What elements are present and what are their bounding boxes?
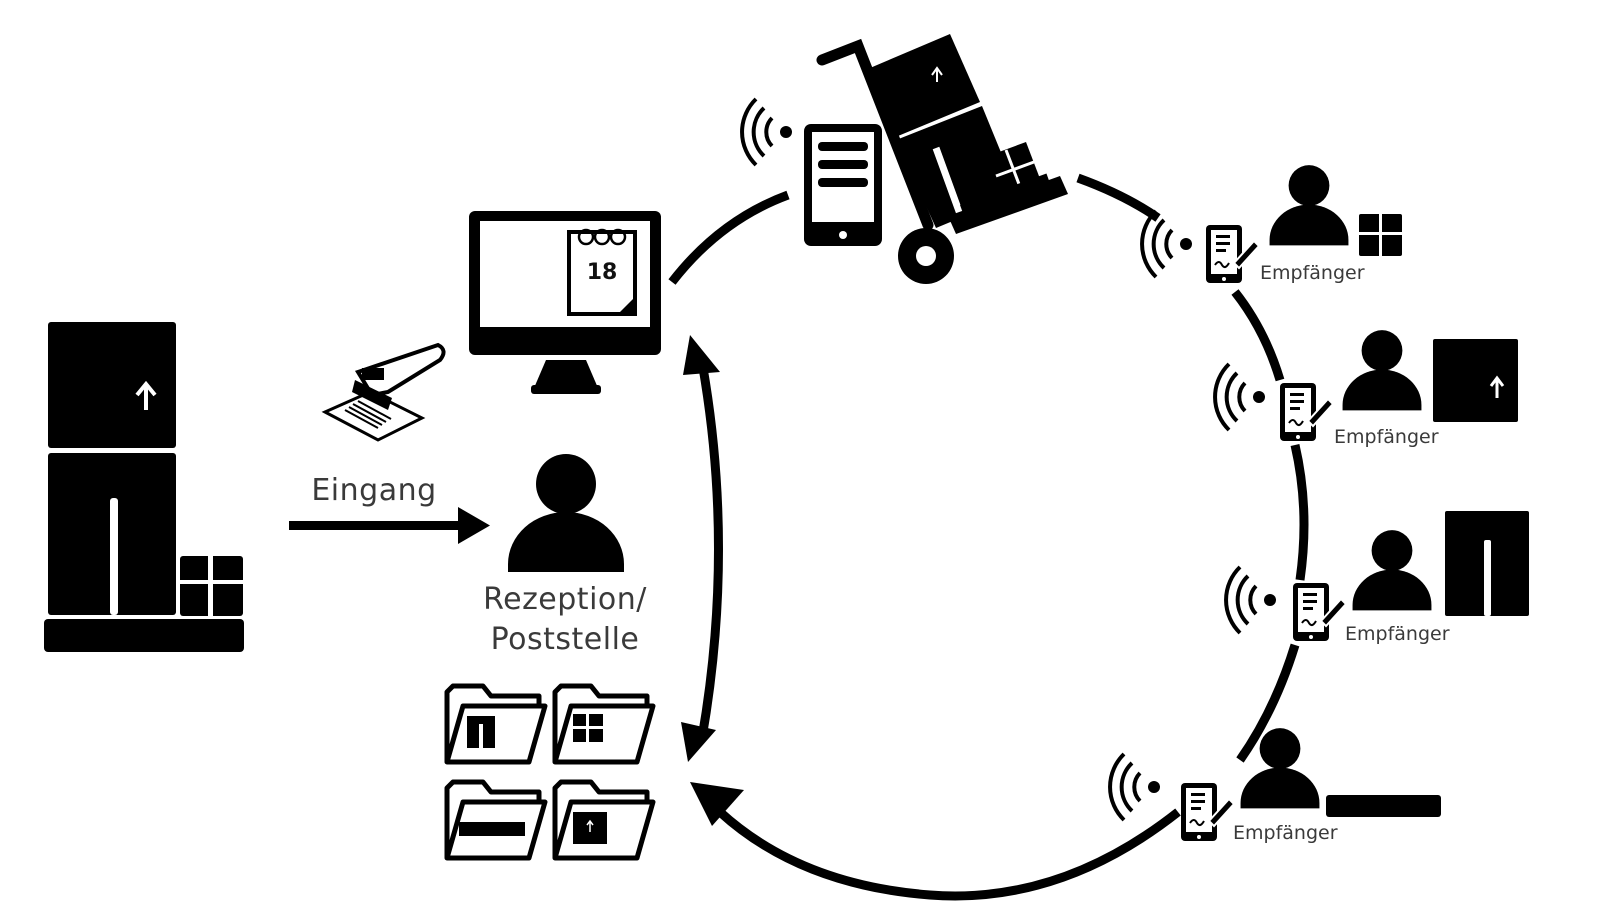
folder-icon: [447, 782, 545, 858]
barcode-scanner-icon: [321, 342, 446, 442]
reception-label-line1: Rezeption/: [483, 582, 647, 617]
reception-person-icon: [508, 454, 624, 572]
folder-icon: [447, 686, 545, 762]
wireless-signal-icon: [1224, 565, 1278, 635]
recipient-label: Empfänger: [1334, 426, 1439, 448]
recipient-group: Empfänger Empfänger Empfänger Empfänger: [1108, 165, 1529, 844]
wireless-signal-icon: [1108, 752, 1162, 822]
recipient-person-icon: [1352, 530, 1432, 611]
signature-tablet-icon: [1279, 382, 1334, 442]
hand-truck-icon: [816, 34, 1068, 284]
recipient-label: Empfänger: [1260, 262, 1365, 284]
recipient-label: Empfänger: [1345, 623, 1450, 645]
wireless-signal-icon: [740, 97, 794, 167]
signature-tablet-icon: [1180, 782, 1235, 842]
recipient-person-icon: [1269, 165, 1349, 246]
folder-icon: [555, 782, 653, 858]
recipient-person-icon: [1342, 330, 1422, 411]
incoming-label: Eingang: [311, 473, 436, 508]
signature-tablet-icon: [1205, 224, 1260, 284]
folder-icon: [555, 686, 653, 762]
archive-folders: [447, 686, 653, 858]
monitor-calendar-icon: 18: [469, 211, 661, 394]
signature-tablet-icon: [1292, 582, 1347, 642]
package-icon: [1445, 511, 1529, 616]
package-stack-icon: [44, 322, 244, 652]
incoming-arrow: [289, 507, 490, 544]
tablet-icon: [804, 124, 882, 246]
reception-label-line2: Poststelle: [491, 622, 640, 657]
package-icon: [1326, 795, 1441, 817]
calendar-day: 18: [587, 260, 618, 285]
cycle-arrows: [668, 173, 1309, 901]
wireless-signal-icon: [1140, 209, 1194, 279]
wireless-signal-icon: [1213, 362, 1267, 432]
package-icon: [1359, 214, 1402, 256]
package-icon: [1433, 339, 1518, 422]
recipient-label: Empfänger: [1233, 822, 1338, 844]
